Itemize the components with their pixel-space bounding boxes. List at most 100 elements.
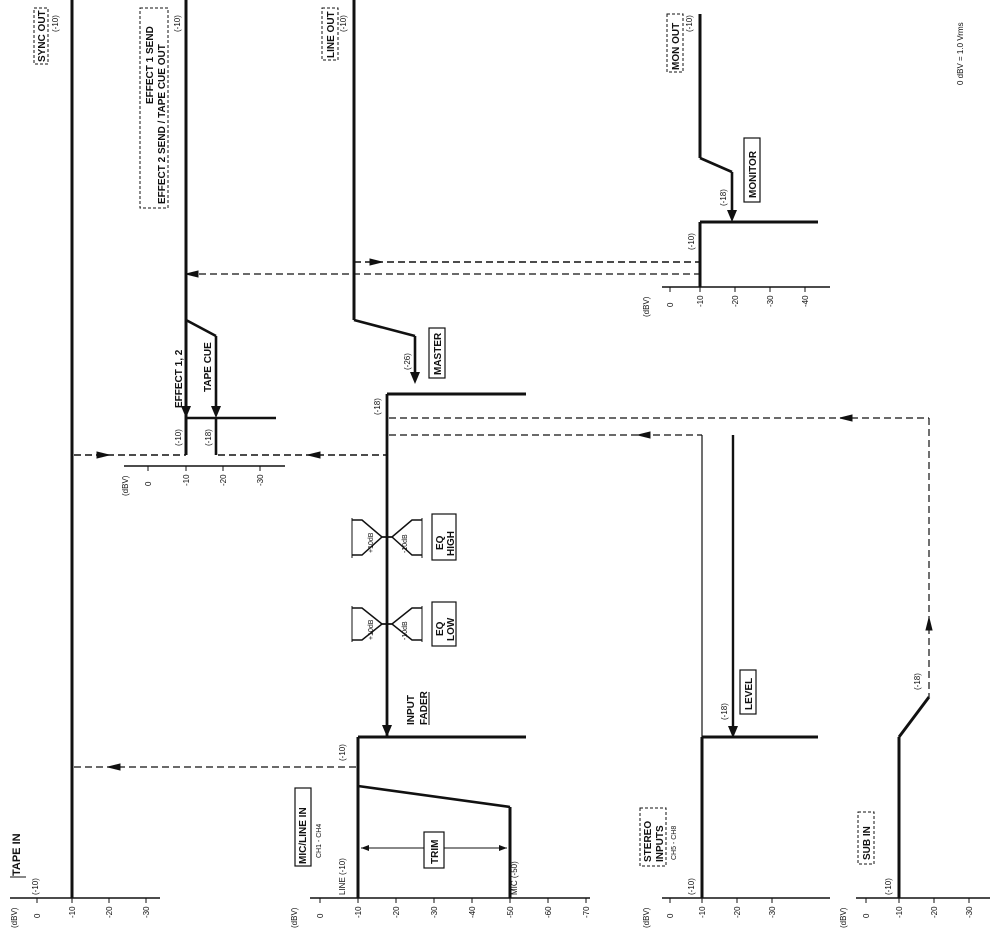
level-box	[739, 669, 757, 715]
mon-out-box	[666, 13, 684, 73]
arrow	[185, 270, 199, 278]
arrow	[839, 414, 853, 422]
effect-scale: (dBV) 0 -10 -20 -30	[121, 465, 285, 496]
input-level: (-10)	[338, 744, 347, 761]
mon-out-level: (-10)	[685, 15, 694, 32]
sync-out-label: SYNC OUT (-10)	[33, 7, 60, 65]
tape-cue-slope	[185, 318, 217, 338]
eq-low-box	[431, 601, 457, 647]
sub-scale: (dBV) 0 -10 -20 -30	[839, 897, 990, 928]
sub-in-box	[857, 811, 875, 865]
arrow	[211, 406, 221, 418]
master-label: MASTER	[433, 332, 444, 375]
stereo-input-level: (-10)	[687, 878, 696, 895]
dashed-feeds	[74, 258, 933, 771]
scale-tick-label: -10	[354, 906, 363, 918]
scale-tick-label: 0	[33, 913, 42, 918]
tape-in-label: TAPE IN	[11, 833, 23, 876]
arrow	[410, 372, 420, 384]
eq-high-curve-bottom	[352, 536, 422, 556]
monitor-ticks	[669, 287, 806, 292]
units-note: 0 dBV = 1.0 Vrms	[956, 22, 965, 85]
eq-high-minus: -10dB	[402, 534, 409, 553]
effect-ticks	[147, 466, 261, 471]
scale-tick-label: 0	[666, 913, 675, 918]
eq-low-curve-bottom	[352, 623, 422, 641]
mon-out-label: MON OUT (-10)	[666, 13, 694, 73]
mic-line-unit: (dBV)	[290, 907, 299, 928]
stereo-channels: CH5 - CH8	[671, 826, 678, 860]
scale-tick-label: -20	[392, 906, 401, 918]
sub-section: SUB IN (-10) (-18) (dBV) 0 -10 -20 -30	[839, 673, 990, 928]
arrow	[499, 845, 507, 851]
line-out-text: LINE OUT	[326, 11, 337, 58]
tape-cue-label: TAPE CUE	[203, 342, 214, 392]
mic-line-in-box	[294, 787, 312, 867]
monitor-slope	[699, 156, 733, 174]
effect-send-level: (-10)	[173, 15, 182, 32]
trim-box	[423, 831, 445, 869]
scale-tick-label: -40	[801, 295, 810, 307]
monitor-level: (-18)	[719, 189, 728, 206]
monitor-section: MON OUT (-10) (-18) (-10) MONITOR (dBV) …	[642, 13, 830, 317]
bus-level: (-18)	[373, 398, 382, 415]
scale-tick-label: -40	[468, 906, 477, 918]
eq-low-minus: -10dB	[402, 621, 409, 640]
arrow	[307, 451, 321, 459]
scale-tick-label: -30	[256, 474, 265, 486]
stereo-inputs-label-1: STEREO	[643, 821, 654, 862]
scale-tick-label: 0	[666, 302, 675, 307]
line-out-box	[321, 7, 339, 61]
eq-high-label-2: HIGH	[446, 531, 457, 556]
arrow	[361, 845, 369, 851]
input-fader-label-2: FADER	[419, 690, 430, 725]
stereo-unit: (dBV)	[642, 907, 651, 928]
stereo-ticks	[669, 898, 773, 903]
effect-send-2: EFFECT 2 SEND / TAPE CUE OUT	[157, 44, 168, 204]
monitor-unit: (dBV)	[642, 296, 651, 317]
eq-high-plus: +10dB	[368, 532, 375, 553]
sub-in-label: SUB IN	[862, 826, 873, 860]
tape-cue-level: (-18)	[204, 429, 213, 446]
arrow	[107, 763, 121, 771]
scale-tick-label: -10	[182, 474, 191, 486]
sync-out-text: SYNC OUT	[37, 10, 48, 62]
mic-level-label: MIC (-50)	[510, 861, 519, 895]
stereo-inputs-box	[639, 807, 667, 867]
arrow	[369, 258, 383, 266]
mic-line-channel: MIC/LINE IN CH1 - CH4 LINE (-10) MIC (-5…	[290, 392, 591, 928]
eq-low-plus: +10dB	[368, 619, 375, 640]
effect-send-box	[139, 7, 169, 209]
eq-high-label-1: EQ	[435, 535, 446, 550]
stereo-section: STEREO INPUTS CH5 - CH8 (-10) (-18) LEVE…	[639, 435, 830, 928]
arrow	[181, 406, 191, 418]
scale-tick-label: -70	[582, 906, 591, 918]
arrow	[382, 725, 392, 737]
sync-out-level: (-10)	[51, 15, 60, 32]
tape-in-section: TAPE IN (-10) (dBV) 0 -10 -20 -30 SYNC O…	[10, 0, 160, 928]
effect-send-1: EFFECT 1 SEND	[145, 26, 156, 104]
scale-tick-label: -30	[430, 906, 439, 918]
trim-slope	[357, 784, 511, 809]
mon-out-text: MON OUT	[671, 23, 682, 70]
scale-tick-label: 0	[144, 481, 153, 486]
eq-low-label-2: LOW	[446, 617, 457, 641]
eq-high-box	[431, 513, 457, 561]
master-section: (-26) MASTER LINE OUT (-10)	[321, 0, 446, 384]
scale-tick-label: 0	[316, 913, 325, 918]
line-out-label: LINE OUT (-10)	[321, 7, 348, 61]
arrow	[96, 451, 110, 459]
scale-tick-label: -10	[698, 906, 707, 918]
effect-send-label: EFFECT 1 SEND EFFECT 2 SEND / TAPE CUE O…	[139, 7, 182, 209]
eq-low-label-1: EQ	[435, 621, 446, 636]
scale-tick-label: -10	[68, 906, 77, 918]
mic-line-scale: (dBV) 0 -10 -20 -30 -40 -50 -60 -70	[290, 897, 591, 928]
scale-tick-label: -20	[219, 474, 228, 486]
arrow	[728, 726, 738, 738]
input-fader-label-1: INPUT	[406, 695, 417, 725]
tape-in-unit: (dBV)	[10, 907, 19, 928]
scale-tick-label: -10	[696, 295, 705, 307]
monitor-scale: (dBV) 0 -10 -20 -30 -40	[642, 286, 830, 317]
